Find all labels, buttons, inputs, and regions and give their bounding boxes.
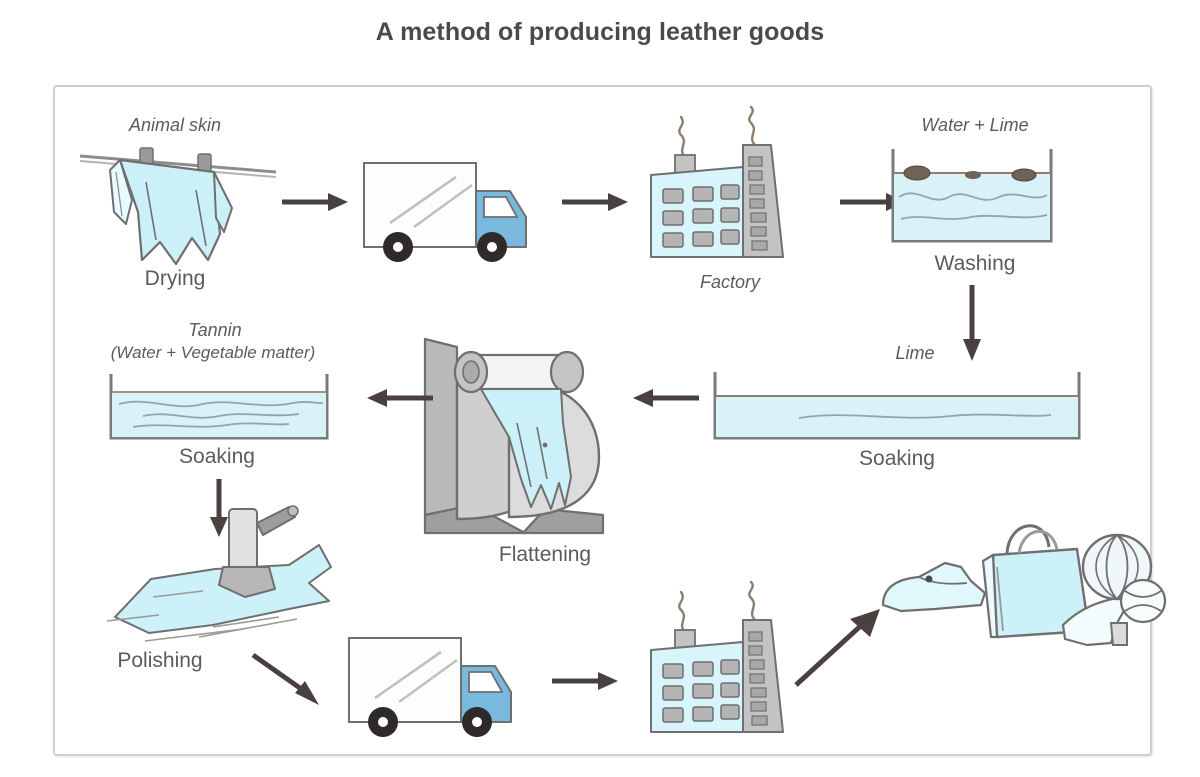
- wide-tank-icon: [713, 372, 1081, 440]
- drying-caption: Drying: [144, 267, 206, 290]
- arrow-flattening-to-tanninsoak: [367, 387, 435, 409]
- soaking-tannin-step: [103, 370, 335, 448]
- flattening-caption: Flattening: [498, 543, 592, 566]
- tank-icon: [109, 374, 329, 440]
- hanging-hide-icon: [79, 147, 277, 266]
- products-step: [875, 505, 1167, 655]
- polishing-caption: Polishing: [117, 649, 203, 672]
- roller-machine-icon: [423, 337, 605, 535]
- arrow-limesoak-to-flattening: [633, 387, 701, 409]
- arrow-drying-to-truck: [280, 191, 350, 213]
- arrow-truck-to-factory: [560, 191, 630, 213]
- truck-icon: [348, 637, 512, 737]
- diagram-frame: Animal skin Drying: [53, 85, 1167, 756]
- drying-step: [79, 142, 280, 272]
- arrow-polishing-to-truck2: [249, 649, 331, 711]
- washing-step: [883, 145, 1063, 250]
- drying-annotation: Animal skin: [128, 115, 222, 135]
- polishing-tool-icon: [106, 505, 332, 642]
- arrow-factory2-to-products: [790, 605, 890, 691]
- soaking-lime-annotation: Lime: [895, 343, 935, 363]
- factory2-step: [643, 579, 823, 754]
- transport1-step: [360, 147, 545, 267]
- soaking-lime-step: [707, 368, 1087, 448]
- arrow-tanninsoak-to-polishing: [207, 477, 231, 539]
- soaking-tannin-caption: Soaking: [179, 445, 255, 468]
- flattening-step: [413, 327, 628, 542]
- arrow-washing-to-soaking: [960, 283, 984, 363]
- washing-annotation: Water + Lime: [921, 115, 1029, 135]
- factory-icon: [650, 580, 784, 733]
- leather-goods-icon: [881, 524, 1167, 647]
- tank-icon: [891, 149, 1053, 243]
- factory1-step: [643, 105, 823, 274]
- page-title: A method of producing leather goods: [375, 18, 825, 46]
- washing-caption: Washing: [934, 252, 1016, 275]
- polishing-step: [93, 505, 363, 650]
- soaking-tannin-annotation-2: (Water + Vegetable matter): [110, 343, 316, 362]
- soaking-lime-caption: Soaking: [859, 447, 935, 470]
- factory1-annotation: Factory: [699, 272, 760, 292]
- arrow-truck2-to-factory2: [550, 670, 620, 692]
- soaking-tannin-annotation: Tannin: [188, 320, 242, 340]
- factory-icon: [650, 105, 784, 258]
- truck-icon: [363, 162, 527, 262]
- transport2-step: [345, 622, 530, 742]
